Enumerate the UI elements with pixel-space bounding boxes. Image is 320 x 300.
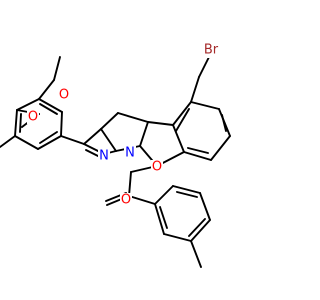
- nitrogen-label: N: [99, 149, 109, 164]
- molecule-diagram: Br O O N N O: [0, 42, 231, 268]
- atom-labels: Br O O N N O: [27, 42, 221, 208]
- pyrazoline-ring-nitrogen-label: N: [124, 146, 136, 161]
- methoxy-oxygen-left-label: O: [27, 110, 39, 125]
- oxazine-ring-oxygen-label: O: [151, 160, 163, 175]
- oxygen-label: O: [121, 193, 131, 208]
- methoxy-oxygen-top-label: O: [58, 88, 70, 103]
- carbonyl-oxygen-label: O: [120, 193, 132, 208]
- bond-network: [0, 52, 231, 268]
- molecule-structure: Br O O N N O: [0, 42, 231, 268]
- bromine-label: Br: [204, 43, 219, 58]
- nitrogen-label: N: [125, 146, 135, 161]
- oxygen-label: O: [59, 88, 69, 103]
- oxygen-label: O: [152, 160, 162, 175]
- pyrazoline-imine-nitrogen-label: N: [98, 149, 110, 164]
- oxygen-label: O: [28, 110, 38, 125]
- bromine-atom-label: Br: [200, 42, 221, 58]
